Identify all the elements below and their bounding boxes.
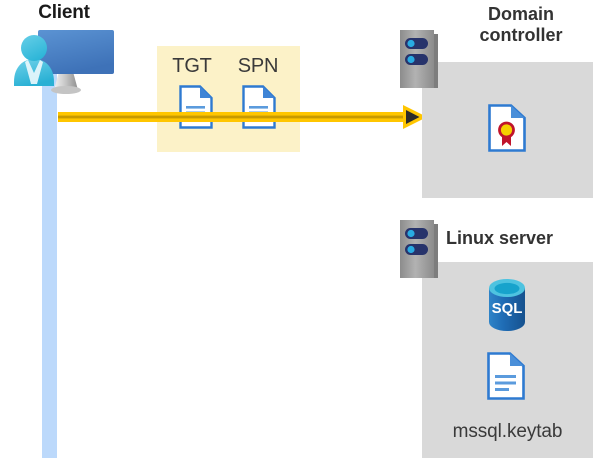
- spn-label: SPN: [237, 55, 279, 77]
- user-monitor-icon: [8, 26, 120, 98]
- keytab-document-icon: [487, 352, 525, 400]
- client-title: Client: [38, 2, 90, 23]
- client-lifeline: [42, 60, 57, 458]
- server-icon: [400, 30, 438, 88]
- certificate-document-icon: [488, 104, 526, 152]
- svg-text:SQL: SQL: [492, 300, 523, 317]
- linux-server-title: Linux server: [446, 228, 554, 248]
- domain-controller-title: Domain controller: [479, 4, 563, 46]
- keytab-filename-label: mssql.keytab: [452, 421, 563, 442]
- tgt-label: TGT: [172, 55, 212, 77]
- server-icon: [400, 220, 438, 278]
- flow-arrow-icon: [58, 104, 430, 130]
- sql-database-icon: SQL: [485, 279, 529, 331]
